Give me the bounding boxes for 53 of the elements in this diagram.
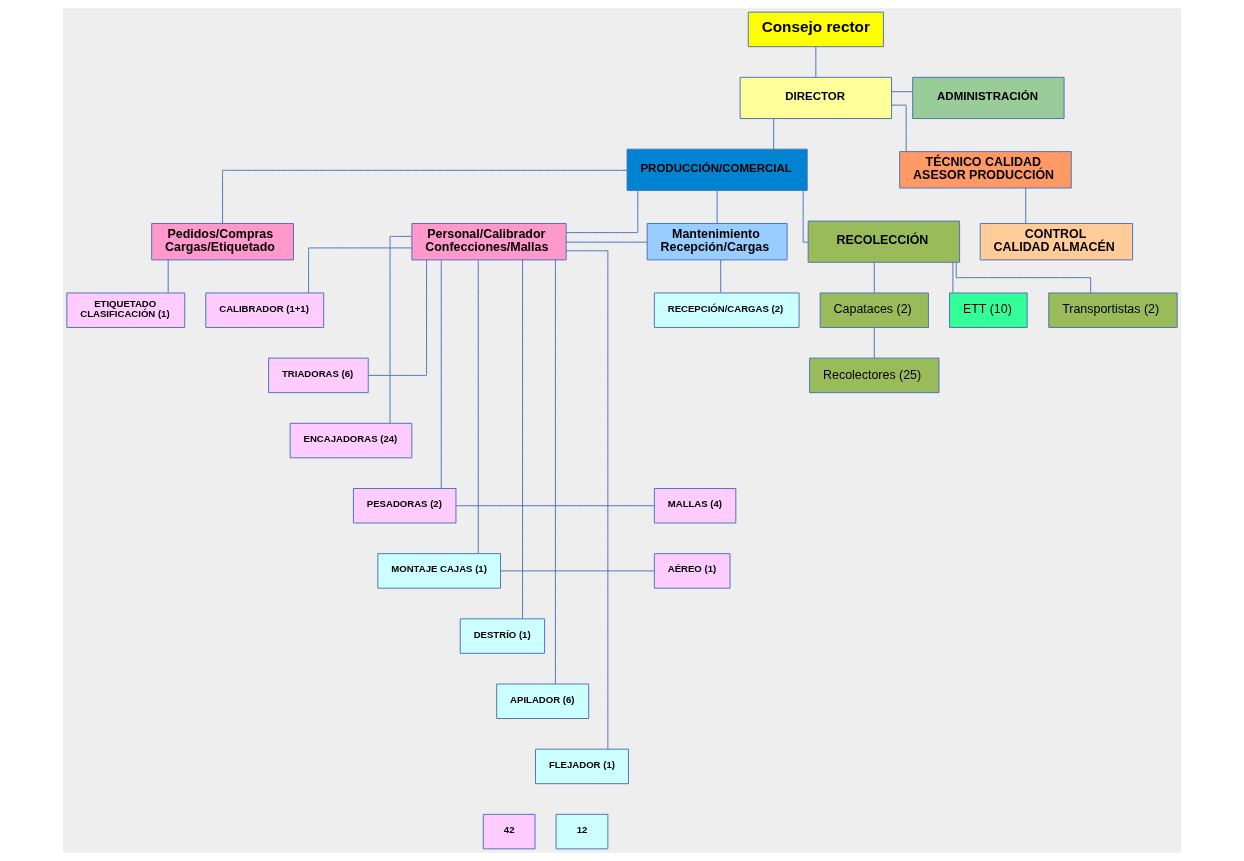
node-box: ETIQUETADO CLASIFICACIÓN (1) bbox=[66, 292, 186, 328]
connector bbox=[308, 247, 413, 294]
node-box: PRODUCCIÓN/COMERCIAL bbox=[626, 148, 808, 191]
node-box: APILADOR (6) bbox=[496, 683, 590, 719]
connector bbox=[1025, 187, 1027, 224]
node-box: CALIBRADOR (1+1) bbox=[205, 292, 325, 328]
connector bbox=[554, 259, 556, 685]
node-box: CONTROL CALIDAD ALMACÉN bbox=[979, 223, 1134, 261]
node-box: Consejo rector bbox=[747, 11, 884, 48]
node-box: Capataces (2) bbox=[819, 292, 929, 328]
node-box: DIRECTOR bbox=[739, 76, 893, 119]
connector bbox=[815, 46, 817, 78]
connector bbox=[873, 327, 875, 359]
connector bbox=[716, 190, 718, 224]
node-box: 12 bbox=[555, 813, 609, 850]
connector bbox=[773, 118, 775, 150]
connector bbox=[455, 505, 655, 507]
node-box: Personal/Calibrador Confecciones/Mallas bbox=[411, 223, 567, 261]
connector bbox=[500, 570, 655, 572]
connector bbox=[167, 259, 169, 294]
connector bbox=[565, 241, 648, 243]
node-box: ADMINISTRACIÓN bbox=[912, 76, 1065, 119]
connector bbox=[952, 262, 954, 294]
node-box: Pedidos/Compras Cargas/Etiquetado bbox=[151, 223, 294, 261]
node-box: TÉCNICO CALIDAD ASESOR PRODUCCIÓN bbox=[899, 151, 1072, 189]
node-box: Recolectores (25) bbox=[809, 357, 940, 394]
node-box: PESADORAS (2) bbox=[352, 488, 457, 524]
connector bbox=[720, 259, 722, 294]
node-box: FLEJADOR (1) bbox=[535, 748, 629, 785]
node-box: Mantenimiento Recepción/Cargas bbox=[646, 223, 788, 261]
connector bbox=[566, 190, 639, 234]
connector bbox=[522, 259, 524, 619]
node-box: AÉREO (1) bbox=[653, 553, 731, 589]
node-box: DESTRÍO (1) bbox=[459, 618, 546, 654]
connector bbox=[477, 259, 479, 554]
connector bbox=[891, 91, 913, 93]
connector bbox=[565, 250, 609, 750]
node-box: ENCAJADORAS (24) bbox=[289, 422, 413, 459]
node-box: ETT (10) bbox=[949, 292, 1028, 328]
connector bbox=[389, 235, 413, 424]
node-box: MALLAS (4) bbox=[653, 488, 737, 524]
node-box: Transportistas (2) bbox=[1048, 292, 1178, 328]
connector bbox=[367, 259, 428, 376]
connector bbox=[891, 104, 907, 152]
node-box: MONTAJE CAJAS (1) bbox=[377, 553, 501, 589]
node-box: 42 bbox=[482, 813, 536, 850]
connector bbox=[873, 262, 875, 294]
connector bbox=[440, 259, 442, 489]
connector bbox=[802, 190, 809, 243]
connector bbox=[222, 169, 628, 224]
node-box: RECOLECCIÓN bbox=[807, 220, 961, 263]
node-box: TRIADORAS (6) bbox=[268, 357, 369, 394]
node-box: RECEPCIÓN/CARGAS (2) bbox=[653, 292, 800, 328]
